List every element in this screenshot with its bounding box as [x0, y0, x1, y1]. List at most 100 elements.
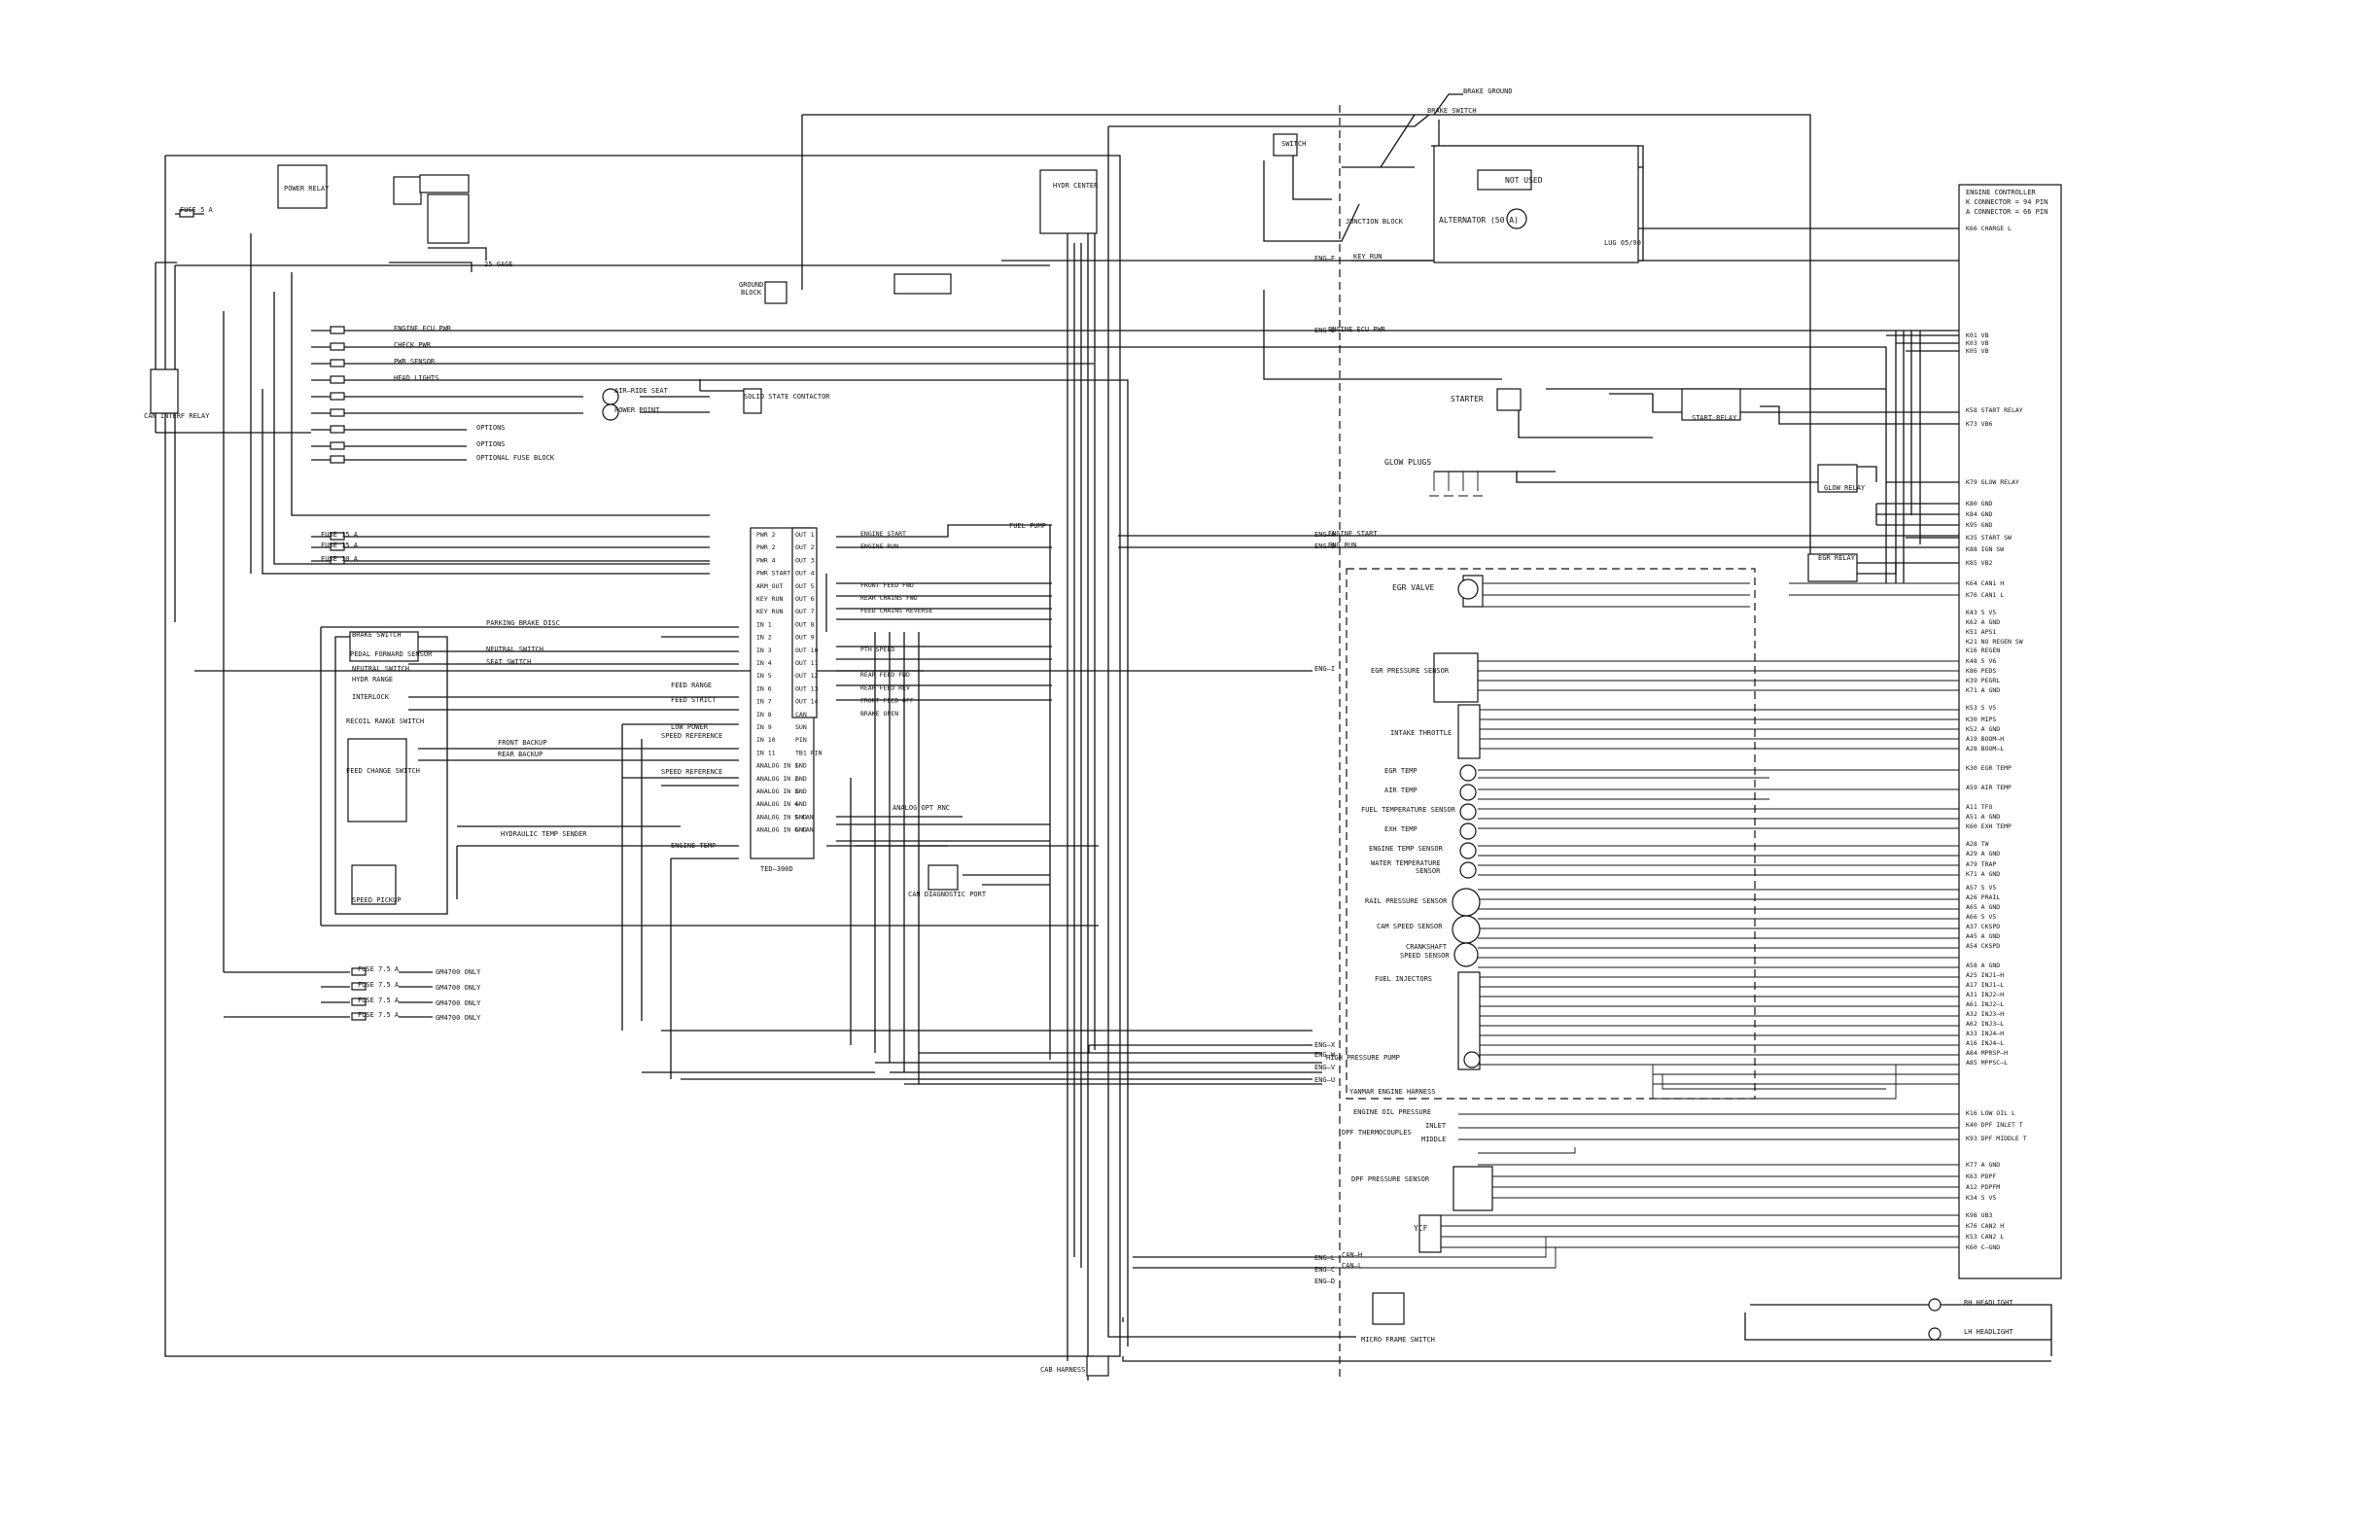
can-interf-relay-box [150, 368, 179, 414]
label-57: OPTIONS [476, 440, 506, 448]
label-34: INLET [1425, 1122, 1447, 1130]
rh-headlight-symbol [1928, 1298, 1942, 1312]
connector-6: ENG—W [1314, 1051, 1336, 1059]
controller-pin-17: K51 APS1 [1966, 628, 1996, 636]
label-14: ENG RUN [1328, 542, 1357, 549]
controller-pin-22: K39 PEGRL [1966, 677, 2000, 684]
label-10: START RELAY [1692, 414, 1737, 422]
ted-out-label-6: FEED CHAINS REVERSE [860, 607, 932, 614]
controller-pin-31: A11 TFO [1966, 803, 1992, 811]
label-31: HIGH PRESSURE PUMP [1326, 1054, 1400, 1062]
label-65: SEAT SWITCH [486, 658, 531, 666]
alternator-symbol [1506, 208, 1527, 229]
ted-left-pin-5: KEY RUN [756, 595, 783, 603]
ted-right-pin-3: OUT 4 [795, 570, 815, 578]
ted-left-pin-6: KEY RUN [756, 608, 783, 615]
controller-pin-29: K30 EGR TEMP [1966, 764, 2012, 772]
components [150, 133, 2062, 1377]
label-74: FRONT BACKUP [498, 739, 547, 747]
label-83: ANALOG OPT RNC [892, 804, 950, 812]
label-48: CAN INTERF RELAY [144, 412, 210, 420]
controller-pin-35: A29 A GND [1966, 850, 2000, 858]
label-8: ENGINE ECU PWR [1328, 326, 1386, 333]
ted-left-pin-19: ANALOG IN 2 [756, 775, 798, 783]
label-36: MIDDLE [1421, 1136, 1446, 1143]
controller-pin-57: K40 DPF INLET T [1966, 1121, 2023, 1129]
label-17: EGR PRESSURE SENSOR [1371, 667, 1450, 675]
label-91: GM4700 ONLY [436, 984, 481, 992]
ted-left-pin-1: PWR 2 [756, 543, 776, 551]
label-54: POWER POINT [614, 406, 660, 414]
ted-left-pin-16: IN 10 [756, 736, 776, 744]
not-used-box [1477, 169, 1532, 191]
label-12: GLOW RELAY [1824, 484, 1866, 492]
label-56: OPTIONS [476, 424, 506, 432]
controller-pin-26: K52 A GND [1966, 725, 2000, 733]
ted-right-pin-5: OUT 6 [795, 595, 815, 603]
feed-change-switch-symbol [347, 738, 407, 822]
controller-pin-33: K60 EXH TEMP [1966, 822, 2012, 830]
egr-valve-circle [1457, 578, 1479, 600]
label-94: CAB HARNESS [1040, 1366, 1085, 1374]
ted-right-pin-6: OUT 7 [795, 608, 815, 615]
fuse-holder [893, 273, 952, 295]
controller-pin-10: K35 START SW [1966, 534, 2012, 542]
dpf-pressure-sensor-symbol [1452, 1166, 1493, 1211]
label-46: BLOCK [741, 289, 762, 297]
ted-out-label-9: PTH SPEED [860, 646, 894, 653]
ted-right-pin-13: OUT 14 [795, 698, 819, 706]
lh-headlight-symbol [1928, 1327, 1942, 1341]
ted-right-pin-12: OUT 13 [795, 684, 819, 692]
controller-pin-21: K86 PEDS [1966, 667, 1996, 675]
controller-pin-39: A26 PRAIL [1966, 893, 2000, 901]
ted-module-inner [791, 527, 818, 718]
label-18: INTAKE THROTTLE [1390, 729, 1452, 737]
power-relay-box [277, 164, 328, 209]
label-49: ENGINE ECU PWR [394, 325, 452, 332]
controller-pin-8: K84 GND [1966, 510, 1992, 518]
controller-pin-7: K80 GND [1966, 500, 1992, 508]
label-42: RH HEADLIGHT [1964, 1299, 2013, 1307]
ted-right-pin-4: OUT 5 [795, 582, 815, 590]
label-70: INTERLOCK [352, 693, 390, 701]
ted-left-pin-18: ANALOG IN 1 [756, 762, 798, 770]
ted-right-pin-17: TB1 PIN [795, 749, 822, 756]
ted-left-pin-2: PWR 4 [756, 556, 776, 564]
controller-pin-30: A59 AIR TEMP [1966, 784, 2012, 791]
rail-pressure-sensor [1452, 888, 1481, 917]
fuel-temp-sensor [1459, 803, 1477, 821]
label-13: ENGINE START [1328, 530, 1378, 538]
controller-pin-50: A32 INJ3—H [1966, 1010, 2004, 1018]
glow-relay-box [1817, 464, 1858, 493]
ted-out-label-13: FRONT FEED OFF [860, 697, 914, 705]
controller-pin-13: K64 CAN1 H [1966, 579, 2004, 587]
label-76: FEED CHANGE SWITCH [346, 767, 420, 775]
micro-frame-switch-symbol [1372, 1292, 1405, 1325]
controller-pin-54: A84 MPRSP—H [1966, 1049, 2008, 1057]
label-21: FUEL TEMPERATURE SENSOR [1361, 806, 1456, 814]
controller-pin-3: K05 VB [1966, 347, 1989, 355]
ted-right-pin-23: GND [795, 826, 807, 834]
controller-pin-51: A62 INJ3—L [1966, 1020, 2004, 1028]
controller-pin-55: A85 MPPSC—L [1966, 1059, 2008, 1067]
controller-pin-24: K53 5 V5 [1966, 704, 1996, 712]
label-7: KEY RUN [1353, 253, 1382, 261]
connector-1: ENG—E [1314, 327, 1335, 334]
label-44: HYDR CENTER [1053, 182, 1099, 190]
label-58: OPTIONAL FUSE BLOCK [476, 454, 555, 462]
label-28: CRANKSHAFT [1406, 943, 1448, 951]
ted-left-pin-3: PWR START [756, 570, 790, 578]
egr-relay-box [1807, 553, 1858, 582]
ted-left-pin-9: IN 3 [756, 647, 772, 654]
controller-pin-58: K93 DPF MIDDLE T [1966, 1135, 2027, 1142]
ted-left-pin-22: ANALOG IN 5 CAN [756, 813, 814, 821]
controller-pin-12: K85 VB2 [1966, 559, 1992, 567]
controller-title-2: A CONNECTOR = 66 PIN [1966, 208, 2048, 216]
controller-pin-2: K03 VB [1966, 339, 1989, 347]
controller-pin-1: K01 VB [1966, 332, 1989, 339]
controller-pin-41: A66 5 V5 [1966, 913, 1996, 921]
ted-right-pin-15: SUN [795, 723, 807, 731]
ted-right-pin-10: OUT 11 [795, 659, 819, 667]
